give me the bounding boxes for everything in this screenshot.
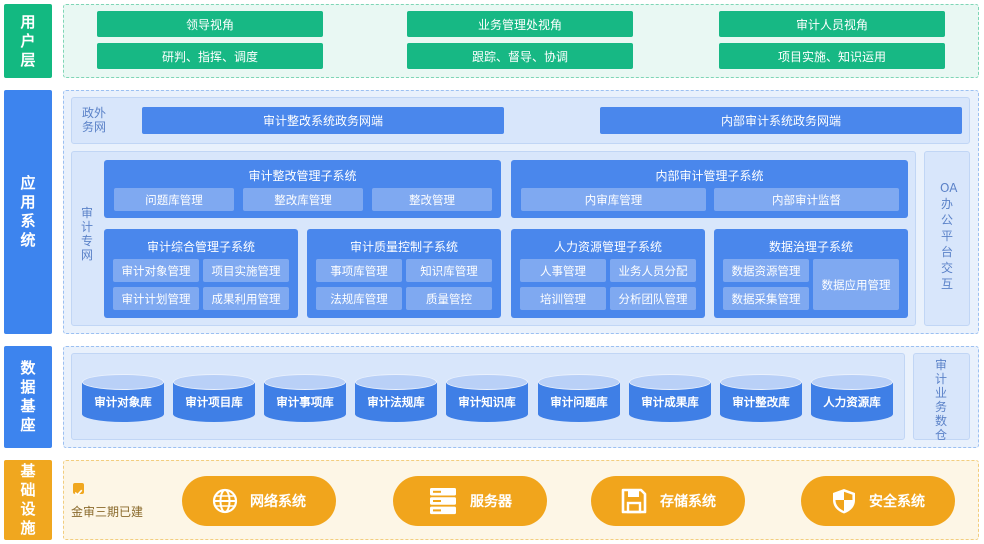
business-view-title: 业务管理处视角	[407, 11, 633, 37]
gov-end-rectify: 审计整改系统政务网端	[142, 107, 504, 134]
cylinder-top	[811, 374, 893, 390]
infra-note: 金审三期已建	[71, 505, 144, 519]
database-label: 审计成果库	[641, 395, 699, 409]
cylinder-top	[446, 374, 528, 390]
quality-title: 审计质量控制子系统	[349, 240, 458, 254]
comprehensive-item: 审计计划管理	[113, 287, 199, 310]
comprehensive-item: 项目实施管理	[203, 259, 289, 282]
hr-item: 人事管理	[520, 259, 606, 282]
quality-item: 法规库管理	[316, 287, 402, 310]
database-cylinder: 审计项目库	[173, 374, 255, 426]
oa-panel	[924, 151, 970, 326]
database-label: 审计知识库	[458, 395, 516, 409]
database-cylinder: 审计问题库	[538, 374, 620, 426]
database-cylinder: 审计成果库	[629, 374, 711, 426]
leader-view-desc: 研判、指挥、调度	[97, 43, 323, 69]
internal-audit-subsystem: 内部审计管理子系统 内审库管理 内部审计监督	[511, 160, 908, 218]
database-cylinder: 审计知识库	[446, 374, 528, 426]
quality-item: 质量管控	[406, 287, 492, 310]
comprehensive-item: 审计对象管理	[113, 259, 199, 282]
governance-subsystem: 数据治理子系统 数据资源管理 数据采集管理 数据应用管理	[714, 229, 908, 318]
layer-label-infra: 基础设施	[4, 460, 52, 540]
internal-audit-item: 内审库管理	[521, 188, 706, 211]
database-label: 审计对象库	[94, 395, 152, 409]
cylinder-top	[629, 374, 711, 390]
checkbox-icon	[73, 483, 84, 496]
database-cylinder: 审计整改库	[720, 374, 802, 426]
database-label: 审计法规库	[367, 395, 425, 409]
cylinder-top	[173, 374, 255, 390]
floppy-disk-icon	[621, 488, 647, 514]
leader-view-title: 领导视角	[97, 11, 323, 37]
governance-item: 数据采集管理	[723, 287, 809, 310]
cylinder-top	[264, 374, 346, 390]
network-system-label: 网络系统	[250, 494, 306, 510]
auditor-view-desc: 项目实施、知识运用	[719, 43, 945, 69]
quality-item: 知识库管理	[406, 259, 492, 282]
warehouse-panel	[913, 353, 970, 440]
cylinder-top	[538, 374, 620, 390]
layer-label-app: 应用系统	[4, 90, 52, 334]
security-system: 安全系统	[801, 476, 955, 526]
layer-label-user: 用户层	[4, 4, 52, 78]
database-label: 审计问题库	[550, 395, 608, 409]
layer-label-data: 数据基座	[4, 346, 52, 448]
storage-system-label: 存储系统	[660, 494, 716, 510]
rectify-subsystem: 审计整改管理子系统 问题库管理 整改库管理 整改管理	[104, 160, 501, 218]
hr-item: 业务人员分配	[610, 259, 696, 282]
cylinder-top	[720, 374, 802, 390]
governance-title: 数据治理子系统	[768, 240, 853, 254]
server-icon	[430, 488, 456, 515]
internal-audit-item: 内部审计监督	[714, 188, 899, 211]
hr-item: 培训管理	[520, 287, 606, 310]
database-label: 审计整改库	[732, 395, 790, 409]
comprehensive-item: 成果利用管理	[203, 287, 289, 310]
cylinder-top	[82, 374, 164, 390]
oa-label: OA办公平台交互	[940, 181, 958, 291]
database-label: 审计项目库	[185, 395, 243, 409]
rectify-item: 整改管理	[372, 188, 492, 211]
rectify-subsystem-title: 审计整改管理子系统	[248, 169, 357, 183]
business-view-desc: 跟踪、督导、协调	[407, 43, 633, 69]
database-cylinder: 审计对象库	[82, 374, 164, 426]
warehouse-label: 审计业务数仓	[934, 358, 947, 442]
comprehensive-subsystem: 审计综合管理子系统 审计对象管理 项目实施管理 审计计划管理 成果利用管理	[104, 229, 298, 318]
database-label: 审计事项库	[276, 395, 334, 409]
hr-subsystem: 人力资源管理子系统 人事管理 业务人员分配 培训管理 分析团队管理	[511, 229, 705, 318]
cylinder-top	[355, 374, 437, 390]
governance-item: 数据应用管理	[813, 259, 899, 310]
security-system-label: 安全系统	[869, 494, 925, 510]
auditor-view-title: 审计人员视角	[719, 11, 945, 37]
quality-item: 事项库管理	[316, 259, 402, 282]
network-system: 网络系统	[182, 476, 336, 526]
gov-net-label: 政外务网	[81, 106, 106, 134]
rectify-item: 整改库管理	[243, 188, 363, 211]
quality-subsystem: 审计质量控制子系统 事项库管理 知识库管理 法规库管理 质量管控	[307, 229, 501, 318]
audit-net-label: 审计专网	[80, 206, 93, 262]
comprehensive-title: 审计综合管理子系统	[146, 240, 255, 254]
globe-icon	[212, 488, 238, 514]
server-system: 服务器	[393, 476, 547, 526]
hr-title: 人力资源管理子系统	[553, 240, 662, 254]
server-system-label: 服务器	[470, 494, 512, 510]
governance-item: 数据资源管理	[723, 259, 809, 282]
rectify-item: 问题库管理	[114, 188, 234, 211]
shield-icon	[833, 489, 855, 514]
internal-audit-title: 内部审计管理子系统	[655, 169, 764, 183]
hr-item: 分析团队管理	[610, 287, 696, 310]
gov-end-internal: 内部审计系统政务网端	[600, 107, 962, 134]
database-cylinder: 审计法规库	[355, 374, 437, 426]
database-cylinder: 人力资源库	[811, 374, 893, 426]
database-cylinder: 审计事项库	[264, 374, 346, 426]
storage-system: 存储系统	[591, 476, 745, 526]
database-label: 人力资源库	[823, 395, 881, 409]
